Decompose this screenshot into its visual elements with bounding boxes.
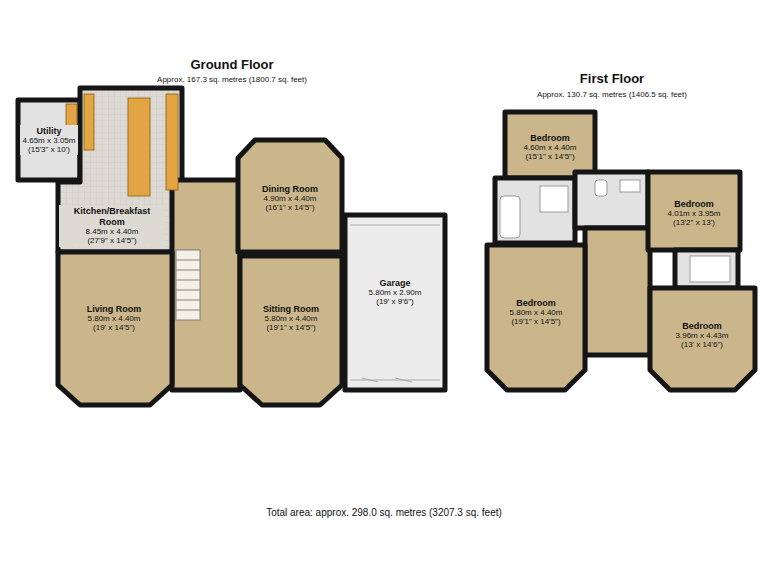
room-dimension: (13' x 14'6") — [676, 340, 729, 349]
floor-heading: Ground Floor — [190, 57, 273, 72]
room-dimension: (16'1" x 14'5") — [262, 203, 318, 212]
room-dimension: 5.80m x 4.40m — [87, 314, 142, 323]
total-area-caption: Total area: approx. 298.0 sq. metres (32… — [266, 507, 502, 518]
room-name: Utility — [23, 126, 76, 136]
room-label: Garage5.80m x 2.90m(19' x 9'6") — [366, 277, 425, 308]
room-label: Kitchen/Breakfast Room8.45m x 4.40m(27'9… — [59, 205, 165, 246]
room-dimension: 5.80m x 2.90m — [369, 288, 422, 297]
room-dimension: (15'3" x 10') — [23, 145, 76, 154]
room-label: Utility4.65m x 3.05m(15'3" x 10') — [20, 125, 79, 156]
room-dimension: 3.96m x 4.43m — [676, 331, 729, 340]
room-name: Sitting Room — [263, 304, 319, 314]
room-dimension: (13'2" x 13') — [668, 218, 721, 227]
room-name: Bedroom — [524, 133, 577, 143]
room-name: Dining Room — [262, 184, 318, 194]
room-dimension: 5.80m x 4.40m — [510, 308, 563, 317]
floor-area: Approx. 130.7 sq. metres (1406.5 sq. fee… — [537, 90, 687, 99]
room-dimension: (19'1" x 14'5") — [263, 323, 319, 332]
room-label: Bedroom4.60m x 4.40m(15'1" x 14'5") — [521, 132, 580, 163]
room-name: Bedroom — [510, 298, 563, 308]
room-dimension: (15'1" x 14'5") — [524, 152, 577, 161]
room-dimension: (19' x 14'5") — [87, 323, 142, 332]
room-label: Dining Room4.90m x 4.40m(16'1" x 14'5") — [259, 183, 321, 214]
room-dimension: 5.80m x 4.40m — [263, 314, 319, 323]
room-label: Sitting Room5.80m x 4.40m(19'1" x 14'5") — [260, 303, 322, 334]
room-label: Bedroom4.01m x 3.95m(13'2" x 13') — [665, 198, 724, 229]
room-name: Bedroom — [676, 321, 729, 331]
floor-area: Approx. 167.3 sq. metres (1800.7 sq. fee… — [157, 75, 307, 84]
room-name: Bedroom — [668, 199, 721, 209]
room-label: Bedroom5.80m x 4.40m(19'1" x 14'5") — [507, 297, 566, 328]
room-name: Living Room — [87, 304, 142, 314]
room-dimension: (27'9" x 14'5") — [62, 236, 162, 245]
room-dimension: 4.01m x 3.95m — [668, 209, 721, 218]
room-label: Bedroom3.96m x 4.43m(13' x 14'6") — [673, 320, 732, 351]
room-dimension: 4.60m x 4.40m — [524, 143, 577, 152]
floor-heading: First Floor — [580, 71, 644, 86]
room-dimension: 4.90m x 4.40m — [262, 194, 318, 203]
room-name: Garage — [369, 278, 422, 288]
room-dimension: 8.45m x 4.40m — [62, 227, 162, 236]
room-dimension: (19' x 9'6") — [369, 297, 422, 306]
room-label: Living Room5.80m x 4.40m(19' x 14'5") — [84, 303, 145, 334]
room-name: Kitchen/Breakfast Room — [62, 206, 162, 227]
room-dimension: (19'1" x 14'5") — [510, 317, 563, 326]
room-dimension: 4.65m x 3.05m — [23, 136, 76, 145]
